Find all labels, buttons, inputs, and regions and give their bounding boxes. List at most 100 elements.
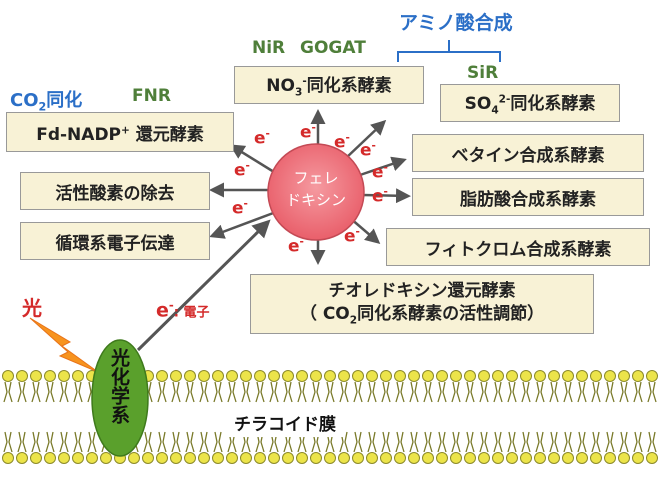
lipid-tail [171, 381, 181, 403]
lipid-head [296, 370, 308, 382]
lipid-tail [381, 431, 391, 453]
nir-label: NiR [252, 38, 286, 58]
lipid-head [422, 370, 434, 382]
electron-mark-2: e- [334, 132, 350, 153]
lipid-head [464, 452, 476, 464]
lipid-head [198, 370, 210, 382]
lipid-head [436, 370, 448, 382]
lipid-head [506, 370, 518, 382]
ferredoxin-arrows [209, 109, 411, 265]
lipid-tail [591, 381, 601, 403]
box-cyclic-electron-transport: 循環系電子伝達 [20, 222, 210, 260]
lipid-head [324, 370, 336, 382]
lipid-tail [31, 431, 41, 453]
arrow-fatty-acid [361, 188, 411, 204]
lipid-head [548, 452, 560, 464]
electron-mark-1: e- [300, 122, 316, 143]
lipid-head [282, 370, 294, 382]
lipid-tail [45, 381, 55, 403]
lipid-tail [479, 381, 489, 403]
lipid-tail [199, 431, 209, 453]
lipid-head [478, 452, 490, 464]
lipid-head [506, 452, 518, 464]
lipid-head [534, 452, 546, 464]
lipid-tail [283, 381, 293, 403]
co2-fixation-label: CO2同化 [10, 90, 83, 114]
electron-mark-9: e- [234, 160, 250, 181]
light-bolt [29, 317, 99, 373]
lipid-tail [59, 431, 69, 453]
electron-mark-10: e- [232, 198, 248, 219]
electron-legend: e-: 電子 [156, 298, 210, 322]
lipid-head [492, 370, 504, 382]
light-label: 光 [22, 296, 42, 320]
lipid-tail [157, 431, 167, 453]
lipid-head [184, 452, 196, 464]
lipid-head [534, 370, 546, 382]
lipid-tail [367, 381, 377, 403]
lipid-head [156, 370, 168, 382]
lipid-tail [157, 381, 167, 403]
lipid-head [170, 452, 182, 464]
lipid-head [72, 452, 84, 464]
lipid-head [58, 370, 70, 382]
arrow-fdnadp [229, 144, 275, 174]
lipid-head [646, 370, 658, 382]
lipid-head [212, 452, 224, 464]
photosystem-ellipse [91, 339, 149, 457]
lipid-tail [619, 431, 629, 453]
lipid-head [352, 452, 364, 464]
lipid-head [408, 370, 420, 382]
lipid-head [576, 452, 588, 464]
box-ros-removal: 活性酸素の除去 [20, 172, 210, 210]
lipid-tail [535, 381, 545, 403]
lipid-tail [437, 381, 447, 403]
box-so4-assimilation: SO42-同化系酵素 [440, 84, 620, 122]
photosystem-label: 光化学系 [108, 348, 130, 424]
lipid-tail [395, 381, 405, 403]
lipid-head [254, 370, 266, 382]
lipid-head [2, 452, 14, 464]
lipid-head [492, 452, 504, 464]
lipid-tail [605, 431, 615, 453]
lipid-tail [409, 381, 419, 403]
lipid-head [366, 452, 378, 464]
lipid-head [16, 370, 28, 382]
lipid-head [618, 370, 630, 382]
lipid-head [604, 452, 616, 464]
lipid-tail [339, 381, 349, 403]
lipid-head [58, 452, 70, 464]
box-fd-nadp-reductase: Fd-NADP+ 還元酵素 [6, 112, 234, 152]
lipid-tail [3, 381, 13, 403]
lipid-head [240, 370, 252, 382]
lipid-tail [367, 431, 377, 453]
lipid-tail [297, 381, 307, 403]
box-fatty-acid-synthesis: 脂肪酸合成系酵素 [412, 178, 644, 216]
lipid-head [436, 452, 448, 464]
lipid-head [268, 370, 280, 382]
lipid-head [86, 452, 98, 464]
electron-mark-7: e- [288, 236, 304, 257]
lipid-tail [17, 431, 27, 453]
lipid-head [548, 370, 560, 382]
lipid-tail [563, 381, 573, 403]
lipid-head [520, 452, 532, 464]
lipid-tail [241, 381, 251, 403]
lipid-tail [535, 431, 545, 453]
lipid-head [464, 370, 476, 382]
electron-mark-5: e- [372, 186, 388, 207]
lipid-head [590, 452, 602, 464]
box-betaine-synthesis: ベタイン合成系酵素 [412, 134, 644, 172]
lipid-tail [521, 381, 531, 403]
lipid-tail [311, 381, 321, 403]
lipid-head [352, 370, 364, 382]
lipid-head [646, 452, 658, 464]
lipid-head [380, 452, 392, 464]
photosystem-to-ferredoxin-arrow [136, 219, 271, 352]
lipid-tail [143, 431, 153, 453]
lipid-tail [171, 431, 181, 453]
lipid-tail [213, 381, 223, 403]
lipid-tail [31, 381, 41, 403]
lipid-head [324, 452, 336, 464]
